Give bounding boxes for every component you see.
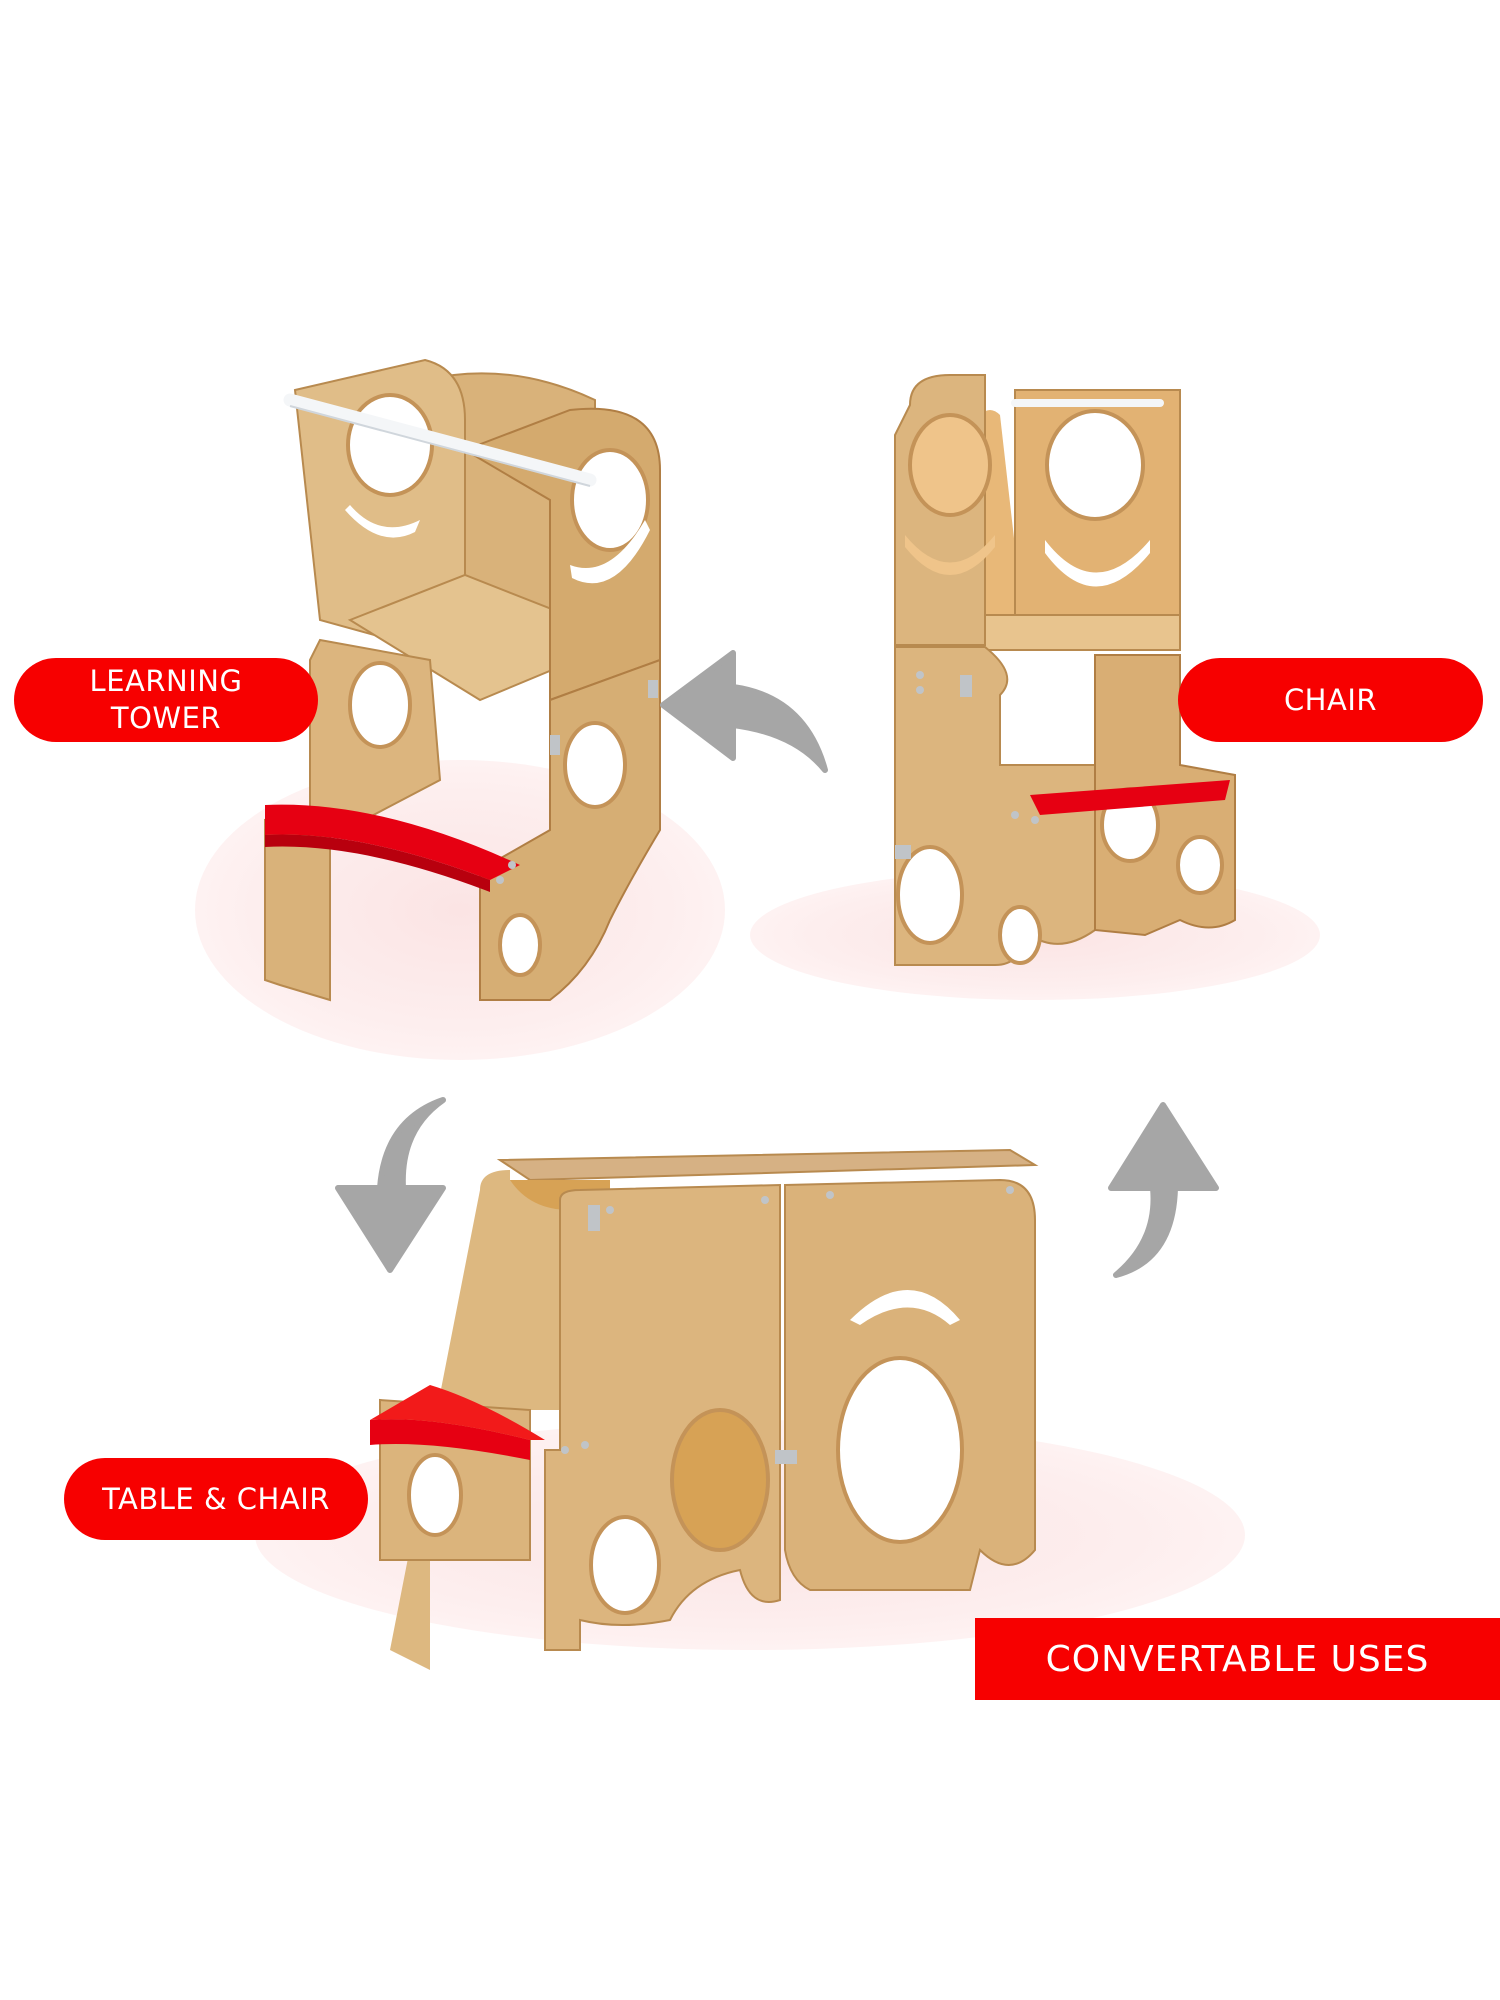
convertable-uses-banner: CONVERTABLE USES (975, 1618, 1500, 1700)
chair-label: CHAIR (1178, 658, 1483, 742)
learning-tower-image (264, 358, 661, 1002)
curved-arrow-left-icon (660, 650, 828, 773)
curved-arrow-up-icon (1108, 1102, 1219, 1278)
table-and-chair-image (370, 1148, 1039, 1670)
table-and-chair-label-text: TABLE & CHAIR (102, 1481, 330, 1516)
learning-tower-label: LEARNING TOWER (14, 658, 318, 742)
chair-label-text: CHAIR (1283, 682, 1378, 717)
chair-image (894, 374, 1236, 966)
learning-tower-label-line1: LEARNING (89, 664, 243, 698)
table-and-chair-label: TABLE & CHAIR (64, 1458, 368, 1540)
convertable-uses-text: CONVERTABLE USES (1045, 1638, 1430, 1680)
curved-arrow-down-icon (335, 1097, 446, 1273)
learning-tower-label-line2: TOWER (110, 701, 222, 735)
